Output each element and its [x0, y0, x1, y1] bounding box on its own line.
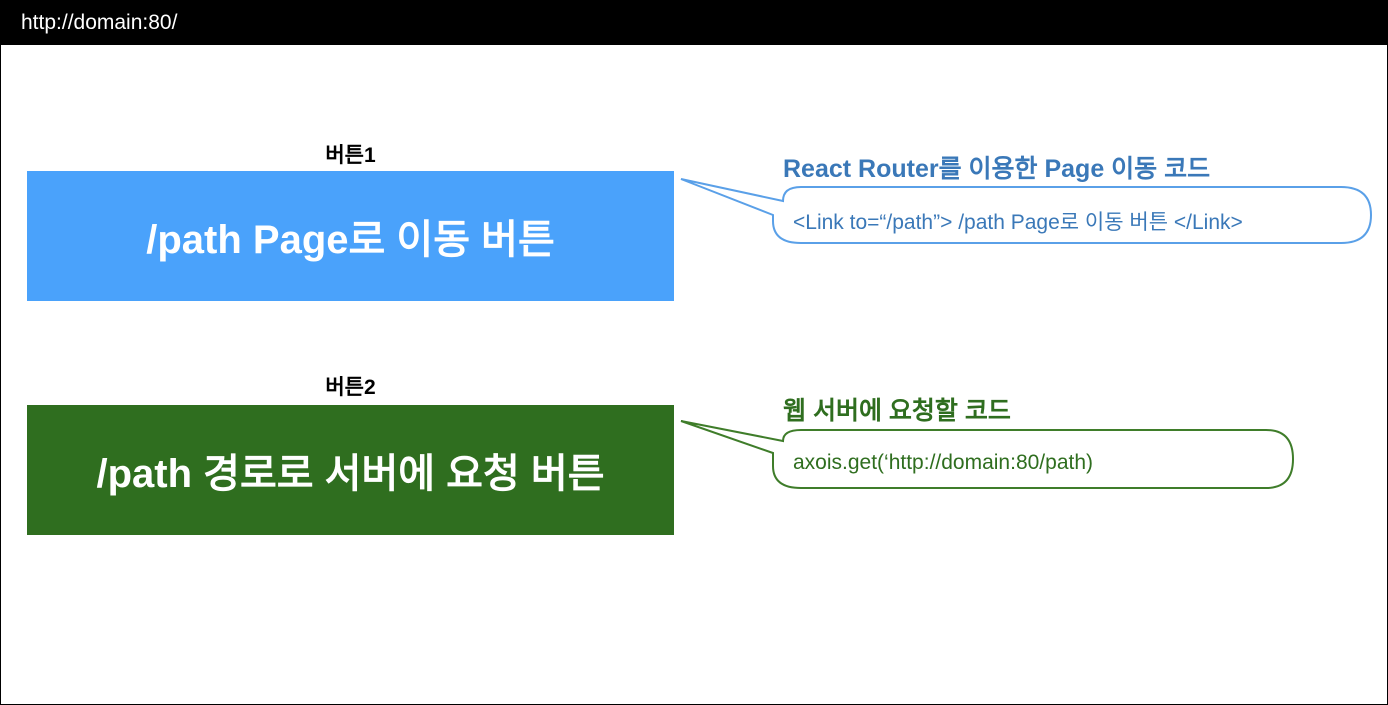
server-request-button[interactable]: /path 경로로 서버에 요청 버튼 — [27, 405, 674, 535]
url-bar: http://domain:80/ — [1, 1, 1387, 45]
path-page-button[interactable]: /path Page로 이동 버튼 — [27, 171, 674, 301]
url-text: http://domain:80/ — [21, 11, 178, 34]
callout2-title: 웹 서버에 요청할 코드 — [783, 397, 1011, 425]
button2-caption: 버튼2 — [325, 376, 376, 399]
callout1-bubble — [680, 178, 1373, 244]
callout2-code: axois.get(‘http://domain:80/path) — [793, 451, 1094, 474]
callout2-bubble — [680, 420, 1295, 489]
callout1-title: React Router를 이용한 Page 이동 코드 — [783, 155, 1211, 183]
callout1-code: <Link to=“/path”> /path Page로 이동 버튼 </Li… — [793, 211, 1243, 234]
button1-caption: 버튼1 — [325, 144, 376, 167]
path-page-button-label: /path Page로 이동 버튼 — [146, 218, 555, 262]
server-request-button-label: /path 경로로 서버에 요청 버튼 — [96, 452, 605, 496]
